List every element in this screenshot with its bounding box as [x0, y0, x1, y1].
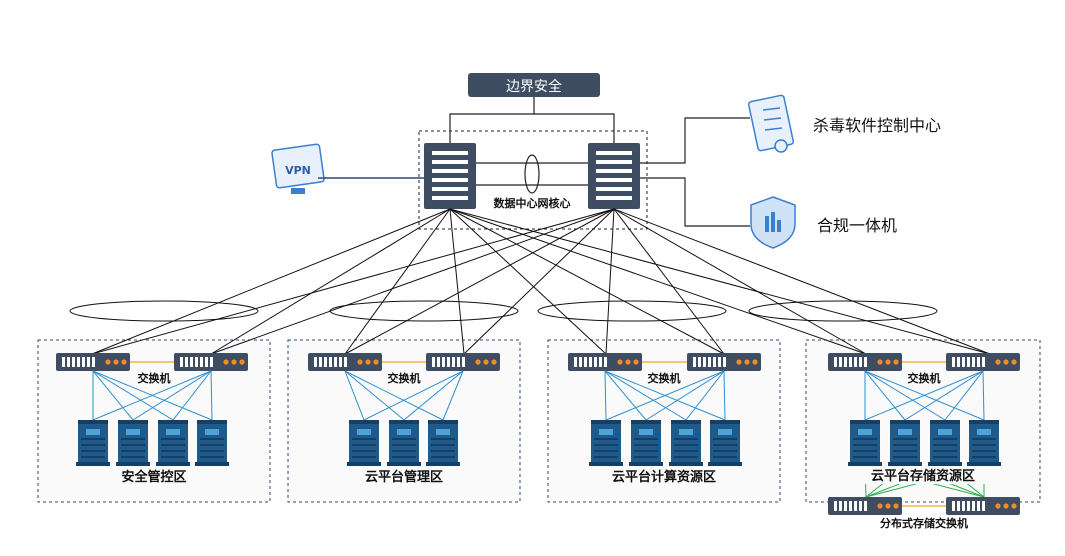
server: [629, 420, 663, 466]
access-switch: [946, 353, 1020, 371]
lag-ellipse-mgmt: [329, 300, 519, 322]
zone-label: 云平台管理区: [365, 469, 443, 485]
server: [347, 420, 381, 466]
lag-ellipse-storage: [748, 300, 938, 322]
core-label: 数据中心网核心: [494, 196, 571, 210]
core-dashed-box: [418, 130, 648, 230]
server: [589, 420, 623, 466]
vpn-label: VPN: [285, 164, 311, 177]
core-switch-right: [588, 143, 640, 209]
distributed-switch-label: 分布式存储交换机: [880, 516, 968, 530]
core-switch-left: [424, 143, 476, 209]
zone-storage: 交换机 云平台存储资源区 分布式存储交换机: [828, 353, 1020, 530]
switch-label: 交换机: [388, 371, 421, 385]
antivirus-icon: [748, 94, 794, 153]
access-switch: [568, 353, 642, 371]
server: [195, 420, 229, 466]
server: [928, 420, 962, 466]
server: [708, 420, 742, 466]
switch-label: 交换机: [648, 371, 681, 385]
access-switch: [687, 353, 761, 371]
switch-label: 交换机: [138, 371, 171, 385]
zone-label: 安全管控区: [121, 469, 186, 485]
lag-ellipse-compute: [537, 300, 727, 322]
distributed-storage-switch: [946, 497, 1020, 515]
server: [967, 420, 1001, 466]
server: [156, 420, 190, 466]
server: [848, 420, 882, 466]
switch-label: 交换机: [908, 371, 941, 385]
zone-label: 云平台计算资源区: [612, 469, 716, 485]
access-switch: [308, 353, 382, 371]
core-uplinks: [91, 208, 991, 355]
lag-ellipse-security: [69, 300, 259, 322]
compliance-label: 合规一体机: [817, 216, 897, 235]
boundary-security-box: 边界安全: [468, 73, 600, 97]
zone-security: 交换机 安全管控区: [56, 353, 248, 485]
access-switch: [828, 353, 902, 371]
zone-mgmt: 交换机 云平台管理区: [308, 353, 500, 485]
server: [888, 420, 922, 466]
server: [669, 420, 703, 466]
antivirus-label: 杀毒软件控制中心: [813, 116, 941, 135]
server: [116, 420, 150, 466]
server: [76, 420, 110, 466]
boundary-security-label: 边界安全: [506, 78, 562, 95]
compliance-shield-icon: [750, 196, 796, 249]
distributed-storage-switch: [828, 497, 902, 515]
server: [387, 420, 421, 466]
access-switch: [174, 353, 248, 371]
zone-compute: 交换机 云平台计算资源区: [568, 353, 761, 485]
server: [426, 420, 460, 466]
zone-label: 云平台存储资源区: [871, 468, 975, 484]
vpn-icon: VPN: [271, 143, 325, 194]
access-switch: [426, 353, 500, 371]
access-switch: [56, 353, 130, 371]
